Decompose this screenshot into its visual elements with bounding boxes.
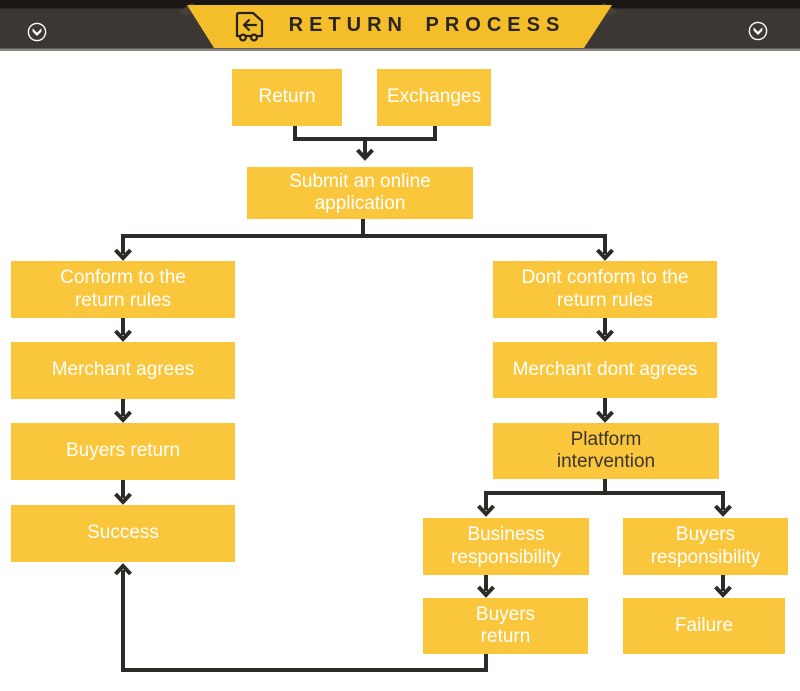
node-label: Platform intervention	[556, 428, 656, 472]
banner-face: RETURN PROCESS	[187, 5, 612, 48]
title-banner: RETURN PROCESS	[178, 3, 618, 48]
node-label: Exchanges	[386, 86, 481, 108]
flow-node-return: Return	[232, 69, 342, 126]
node-label: Success	[87, 522, 159, 544]
node-label: Buyers return	[65, 440, 181, 462]
scroll-down-left-button[interactable]	[27, 22, 47, 42]
flow-node-conform-rules: Conform to the return rules	[11, 261, 235, 318]
chevron-down-circle-icon	[27, 22, 47, 42]
chevron-down-circle-icon	[748, 21, 768, 41]
flow-node-success: Success	[11, 505, 235, 562]
flow-node-exchanges: Exchanges	[377, 69, 491, 126]
flow-node-business-responsibility: Business responsibility	[423, 518, 589, 575]
node-label: Buyers responsibility	[650, 524, 761, 568]
flow-node-merchant-dont-agrees: Merchant dont agrees	[493, 342, 717, 398]
scroll-down-right-button[interactable]	[748, 21, 768, 41]
node-label: Failure	[674, 614, 734, 636]
flow-node-platform-intervention: Platform intervention	[493, 423, 719, 479]
flow-node-buyers-return-2: Buyers return	[423, 598, 588, 654]
node-label: Return	[258, 86, 316, 108]
flow-node-merchant-agrees: Merchant agrees	[11, 342, 235, 399]
return-truck-icon	[235, 11, 263, 42]
node-label: Dont conform to the return rules	[521, 267, 689, 311]
node-label: Submit an online application	[289, 170, 431, 214]
flow-node-dont-conform-rules: Dont conform to the return rules	[493, 261, 717, 318]
node-label: Buyers return	[475, 603, 536, 647]
page-title: RETURN PROCESS	[288, 14, 566, 36]
node-label: Business responsibility	[451, 524, 561, 568]
flow-node-submit-application: Submit an online application	[247, 167, 473, 219]
node-label: Conform to the return rules	[60, 267, 186, 311]
node-label: Merchant agrees	[51, 359, 195, 381]
flow-node-buyers-return: Buyers return	[11, 423, 235, 480]
node-label: Merchant dont agrees	[512, 358, 698, 380]
flow-node-buyers-responsibility: Buyers responsibility	[623, 518, 788, 575]
flow-node-failure: Failure	[623, 598, 785, 654]
